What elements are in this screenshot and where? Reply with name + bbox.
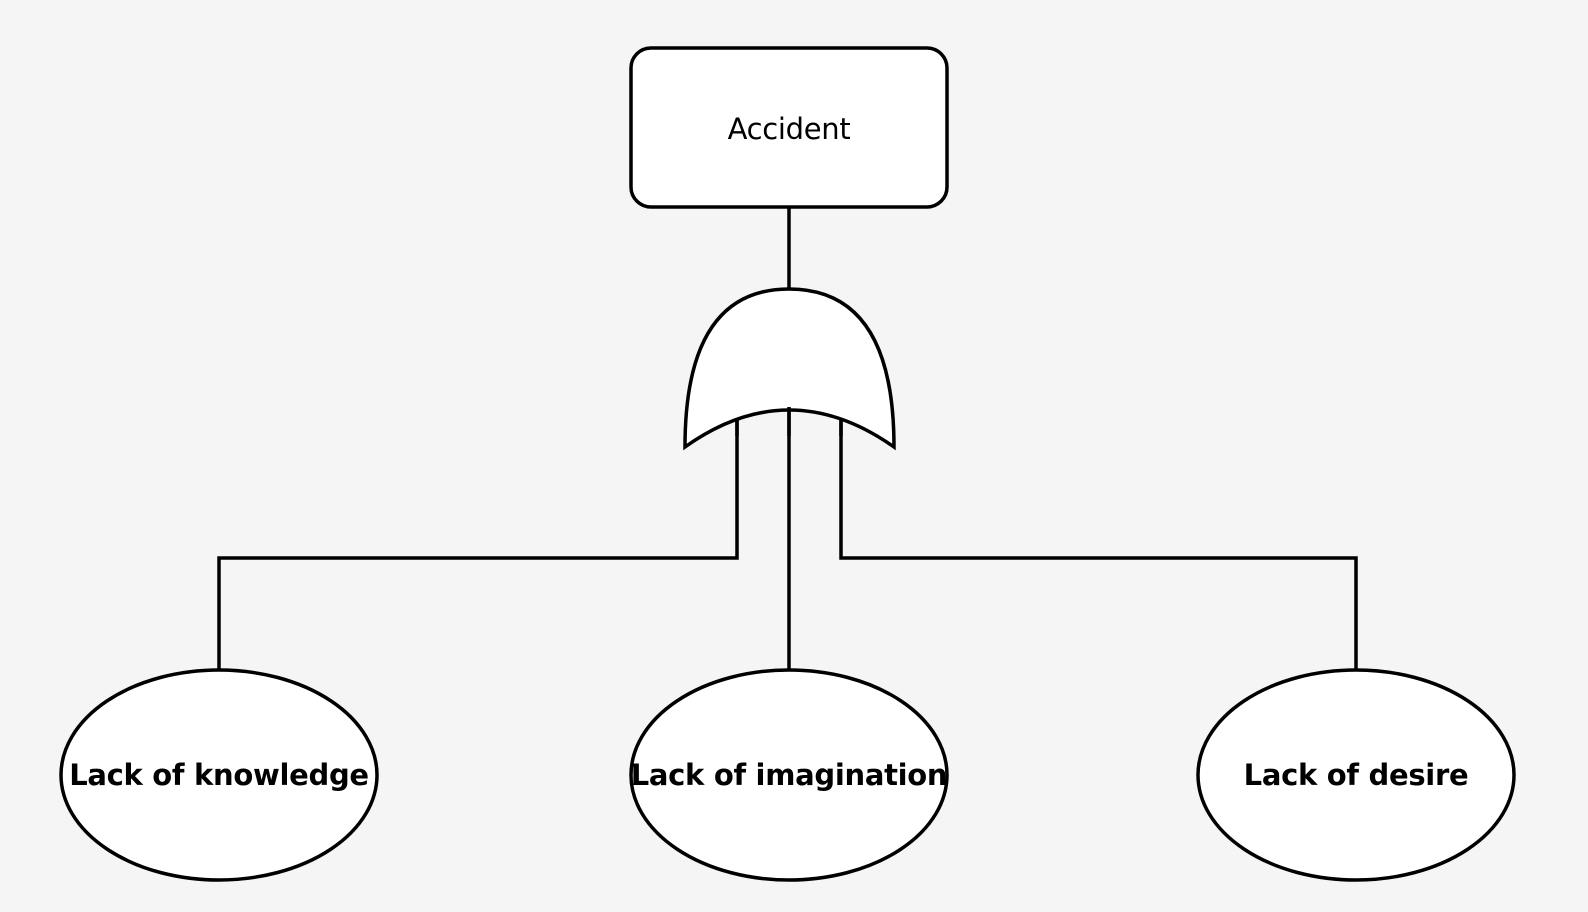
top-event-label: Accident — [728, 112, 851, 146]
basic-event-label: Lack of desire — [1244, 758, 1469, 792]
top-event-box[interactable] — [629, 46, 949, 209]
basic-event-circle[interactable] — [59, 668, 379, 882]
basic-event-label: Lack of knowledge — [69, 758, 369, 792]
basic-event-lack-of-desire[interactable]: Lack of desire — [1196, 668, 1516, 882]
basic-event-label: Lack of imagination — [631, 758, 948, 792]
basic-event-circle[interactable] — [1196, 668, 1516, 882]
basic-event-lack-of-knowledge[interactable]: Lack of knowledge — [59, 668, 379, 882]
basic-event-circle[interactable] — [629, 668, 949, 882]
connector-gate-to-event-1 — [217, 418, 739, 670]
connectors — [217, 207, 1358, 670]
top-event[interactable]: Accident — [629, 46, 949, 209]
basic-event-lack-of-imagination[interactable]: Lack of imagination — [629, 668, 949, 882]
connector-gate-to-event-3 — [839, 418, 1358, 670]
